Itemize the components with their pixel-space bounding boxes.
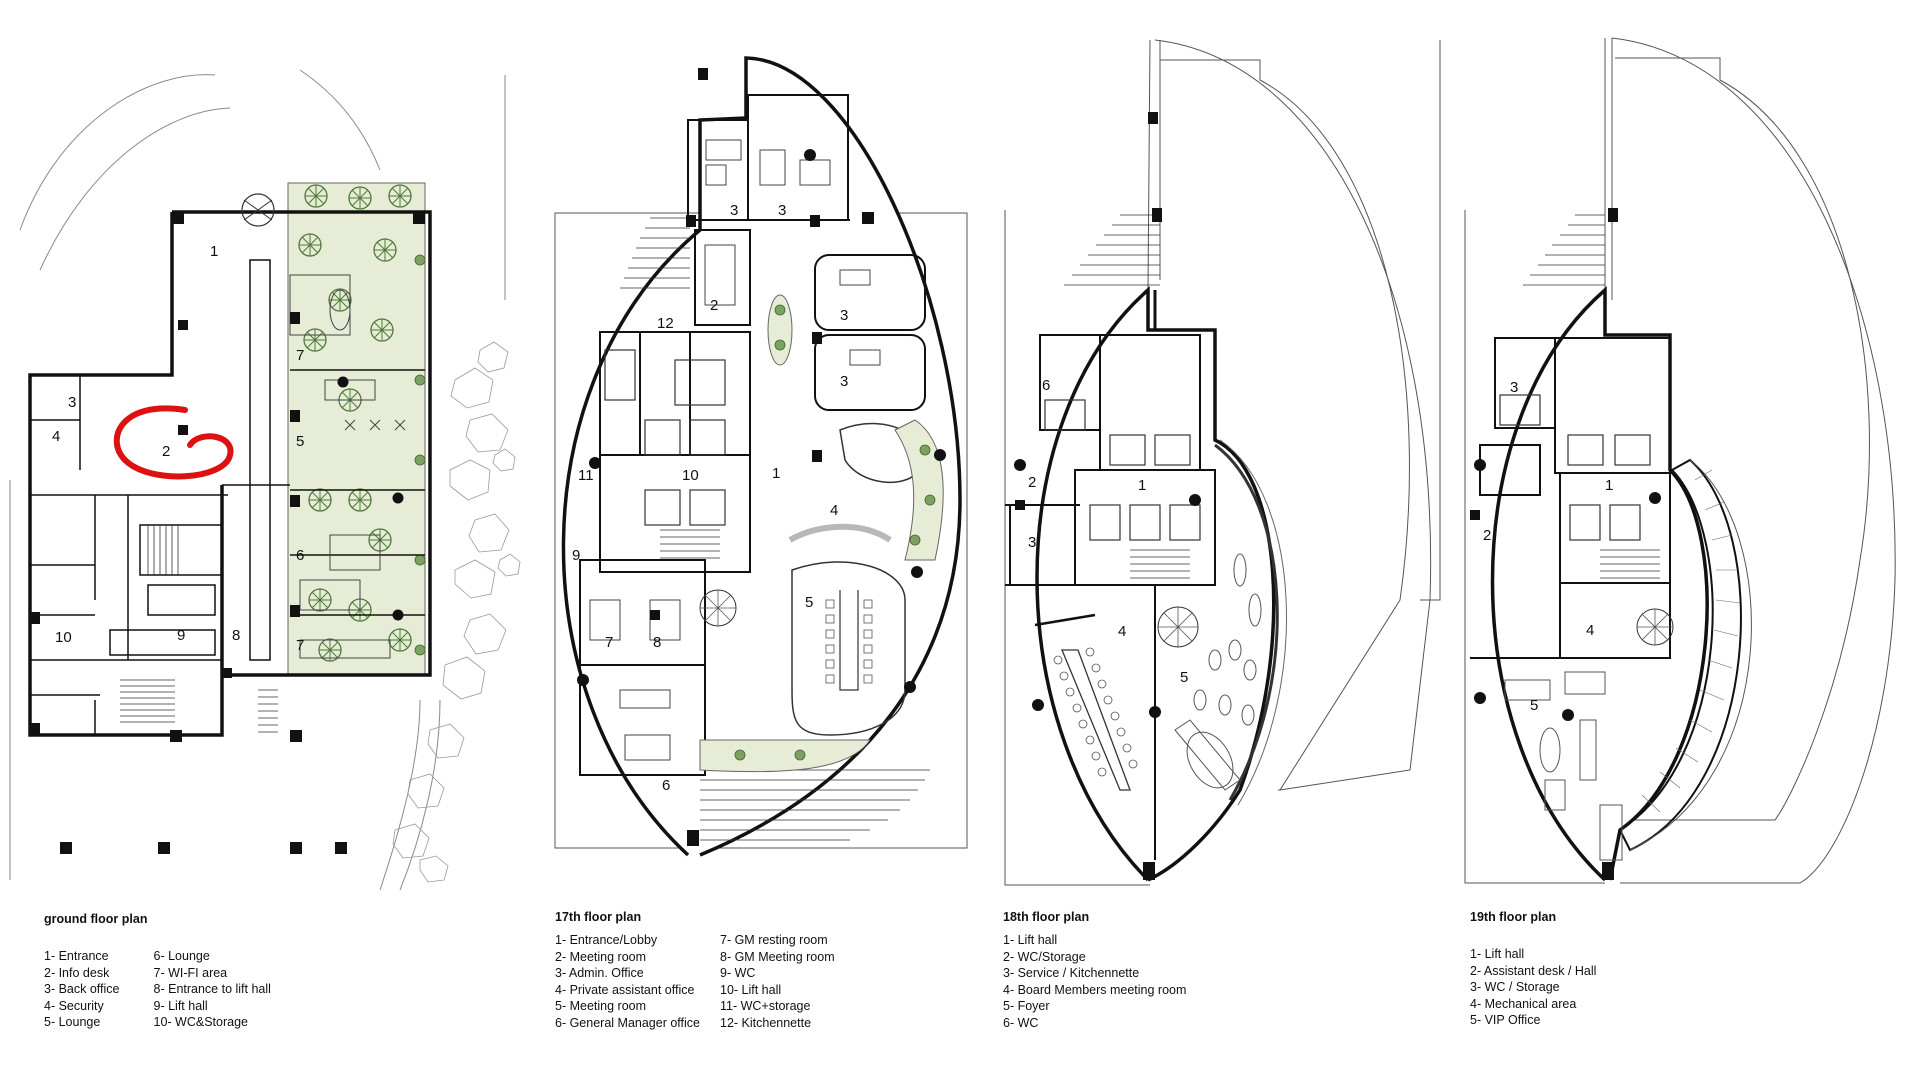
legend-column: 7- GM resting room 8- GM Meeting room 9-… — [720, 932, 835, 1032]
legend-item: 7- WI-FI area — [153, 965, 228, 980]
legend-item: 3- WC / Storage — [1470, 980, 1560, 995]
room-label: 4 — [1586, 622, 1594, 639]
plan-title: 18th floor plan — [1003, 910, 1090, 924]
legend-item: 6- Lounge — [153, 949, 210, 963]
plan-title: 19th floor plan — [1470, 910, 1557, 924]
legend-item: 8- Entrance to lift hall — [153, 982, 271, 997]
room-label: 1 — [210, 243, 218, 260]
room-label: 5 — [296, 433, 304, 450]
floor-plans-drawing: 1 2 3 4 5 6 7 7 8 9 10 — [9, 37, 1896, 891]
legend-item: 5- Lounge — [44, 1015, 101, 1030]
room-label: 1 — [772, 465, 780, 482]
legend-column: 1- Entrance 2- Info desk 3- Back office … — [44, 948, 120, 1031]
legend-item: 6- General Manager office — [555, 1015, 700, 1030]
room-label: 10 — [682, 467, 699, 484]
room-label: 5 — [805, 594, 813, 611]
room-label: 1 — [1138, 477, 1146, 494]
room-label: 3 — [1028, 534, 1036, 551]
legend-item: 7- GM resting room — [720, 933, 828, 947]
legend-item: 2- WC/Storage — [1003, 949, 1086, 964]
room-label: 3 — [1510, 379, 1518, 396]
legend-item: 5- Meeting room — [555, 999, 647, 1014]
legend-item: 4- Board Members meeting room — [1003, 982, 1187, 997]
legend-column: 1- Lift hall 2- WC/Storage 3- Service / … — [1003, 932, 1186, 1032]
legend-item: 9- Lift hall — [153, 998, 208, 1013]
19th-floor-plan: 1 2 3 4 5 — [1464, 37, 1896, 884]
room-label: 3 — [778, 202, 786, 219]
room-label: 8 — [232, 627, 240, 644]
room-label: 4 — [1118, 623, 1126, 640]
legend-column: 1- Lift hall 2- Assistant desk / Hall 3-… — [1470, 946, 1596, 1029]
room-label: 3 — [68, 394, 76, 411]
legend-column: 6- Lounge 7- WI-FI area 8- Entrance to l… — [154, 948, 271, 1031]
room-label: 6 — [296, 547, 304, 564]
legend-item: 4- Security — [44, 998, 104, 1013]
room-label: 9 — [177, 627, 185, 644]
ground-floor-plan: 1 2 3 4 5 6 7 7 8 9 10 — [9, 69, 521, 891]
room-label: 3 — [730, 202, 738, 219]
legend-item: 12- Kitchennette — [720, 1015, 812, 1030]
room-label: 11 — [578, 467, 594, 484]
legend-item: 4- Private assistant office — [555, 982, 695, 997]
room-label: 7 — [296, 347, 304, 364]
legend-item: 2- Assistant desk / Hall — [1470, 963, 1597, 978]
legend-item: 9- WC — [720, 966, 756, 981]
room-label: 5 — [1180, 669, 1188, 686]
legend-item: 1- Lift hall — [1003, 933, 1058, 947]
room-label: 2 — [1483, 527, 1491, 544]
legend-item: 1- Entrance/Lobby — [555, 933, 658, 947]
legend-item: 1- Entrance — [44, 949, 109, 963]
room-label: 7 — [296, 637, 304, 654]
legend-item: 10- WC&Storage — [153, 1015, 248, 1030]
legend-ground-floor: ground floor plan 1- Entrance 2- Info de… — [44, 912, 271, 1031]
legend-item: 10- Lift hall — [720, 982, 782, 997]
legend-item: 1- Lift hall — [1470, 947, 1525, 961]
legend-item: 3- Back office — [44, 982, 120, 997]
room-label: 12 — [657, 315, 674, 332]
legend-17th-floor: 17th floor plan 1- Entrance/Lobby 2- Mee… — [555, 910, 835, 1032]
room-label: 4 — [830, 502, 838, 519]
room-label: 6 — [662, 777, 670, 794]
legend-item: 6- WC — [1003, 1015, 1039, 1030]
room-label: 2 — [1028, 474, 1036, 491]
room-label: 3 — [840, 307, 848, 324]
18th-floor-plan: 1 2 3 4 5 6 — [1004, 39, 1441, 886]
legend-item: 8- GM Meeting room — [720, 949, 835, 964]
legend-item: 5- VIP Office — [1470, 1013, 1541, 1028]
legend-item: 3- Service / Kitchennette — [1003, 966, 1140, 981]
room-label: 8 — [653, 634, 661, 651]
room-label: 4 — [52, 428, 60, 445]
legend-column: 1- Entrance/Lobby 2- Meeting room 3- Adm… — [555, 932, 700, 1032]
legend-item: 2- Meeting room — [555, 949, 647, 964]
room-label: 7 — [605, 634, 613, 651]
legend-item: 3- Admin. Office — [555, 966, 644, 981]
legend-item: 5- Foyer — [1003, 999, 1050, 1014]
legend-19th-floor: 19th floor plan 1- Lift hall 2- Assistan… — [1470, 910, 1596, 1029]
legend-item: 4- Mechanical area — [1470, 996, 1577, 1011]
plan-title: 17th floor plan — [555, 910, 642, 924]
legend-item: 11- WC+storage — [720, 999, 811, 1014]
legend-item: 2- Info desk — [44, 965, 110, 980]
room-label: 2 — [710, 297, 718, 314]
room-label: 3 — [840, 373, 848, 390]
legend-18th-floor: 18th floor plan 1- Lift hall 2- WC/Stora… — [1003, 910, 1186, 1032]
room-label: 5 — [1530, 697, 1538, 714]
plan-title: ground floor plan — [44, 912, 148, 926]
17th-floor-plan: 1 2 3 3 3 3 4 5 6 7 8 9 10 11 12 — [554, 56, 968, 857]
room-label: 6 — [1042, 377, 1050, 394]
room-label: 2 — [162, 443, 170, 460]
room-label: 10 — [55, 629, 72, 646]
room-label: 9 — [572, 547, 580, 564]
room-label: 1 — [1605, 477, 1613, 494]
